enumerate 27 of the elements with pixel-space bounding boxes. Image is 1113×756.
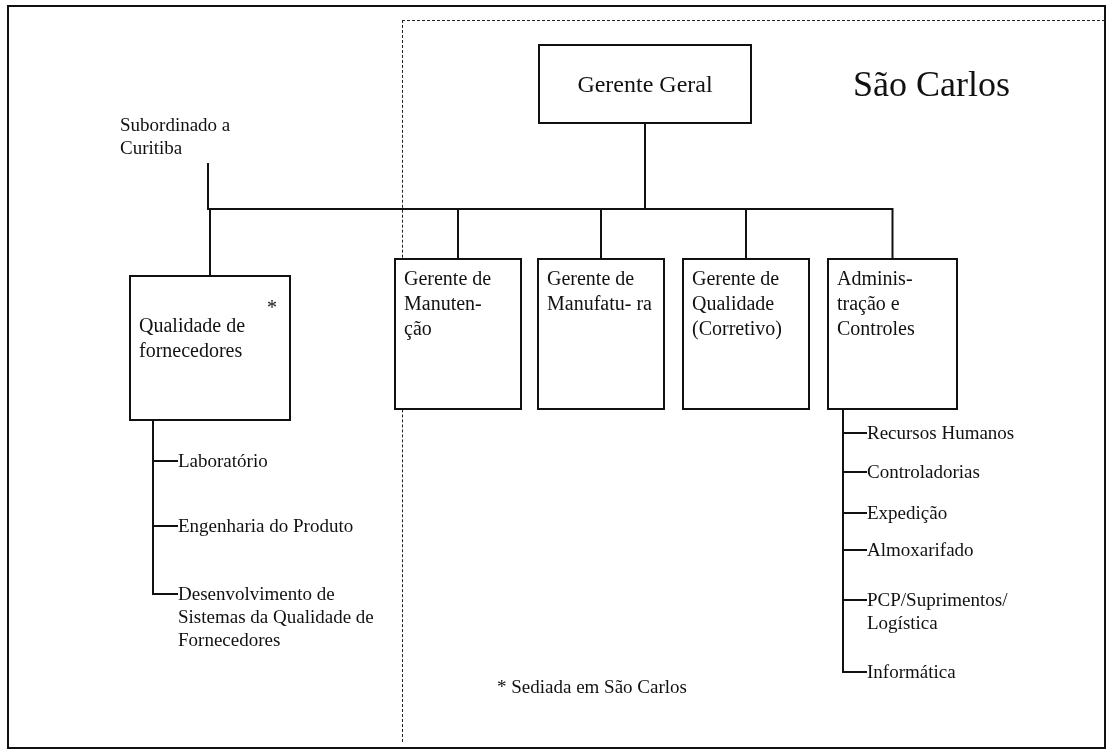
- box-label: Qualidade de fornecedores: [139, 314, 246, 361]
- unit-text: Desenvolvimento de Sistemas da Qualidade de Fornecedores: [178, 582, 388, 682]
- unit-text: Almoxarifado: [867, 538, 1067, 564]
- unit-text: Engenharia do Produto: [178, 514, 368, 564]
- footnote-mark: *: [267, 297, 277, 317]
- site-title: São Carlos: [853, 63, 1010, 105]
- connector-line: [842, 409, 868, 673]
- connector-line: [152, 420, 179, 595]
- manager-box: [538, 44, 752, 124]
- unit-text: Laboratório: [178, 449, 368, 475]
- box-label: Gerente Geral: [577, 70, 713, 99]
- department-box: [129, 275, 291, 421]
- note-text: Subordinado a Curitiba: [120, 113, 270, 163]
- box-label: Gerente de Manufatu- ra: [547, 267, 652, 314]
- unit-text: PCP/Suprimentos/ Logística: [867, 588, 1067, 638]
- department-box: [682, 258, 810, 410]
- unit-text: Expedição: [867, 501, 1067, 527]
- box-label: Adminis- tração e Controles: [837, 267, 915, 339]
- department-box: [394, 258, 522, 410]
- unit-text: Controladorias: [867, 460, 1067, 486]
- box-label: Gerente de Manuten- ção: [404, 267, 492, 339]
- footnote-text: * Sediada em São Carlos: [497, 676, 687, 698]
- department-box: [827, 258, 958, 410]
- department-box: [537, 258, 665, 410]
- unit-text: Informática: [867, 660, 1067, 686]
- unit-text: Recursos Humanos: [867, 421, 1067, 447]
- box-label: Gerente de Qualidade (Corretivo): [692, 267, 782, 339]
